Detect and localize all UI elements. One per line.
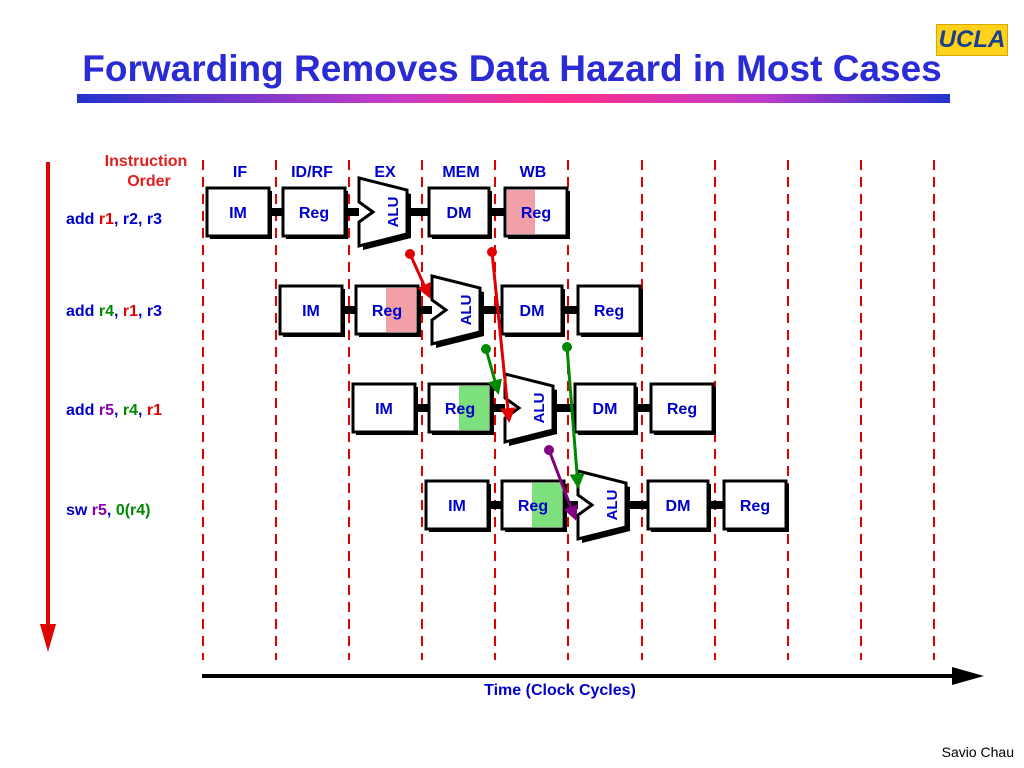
svg-text:IM: IM bbox=[448, 498, 466, 515]
pipeline-row-1: IM Reg ALU DM Reg bbox=[205, 176, 570, 250]
forward-arrow-r1-ex bbox=[405, 249, 431, 299]
dm-block: DM bbox=[427, 186, 492, 239]
svg-text:Reg: Reg bbox=[299, 205, 329, 222]
reg-write-block: Reg bbox=[503, 186, 570, 239]
im-block: IM bbox=[205, 186, 272, 239]
instruction-order-label-2: Order bbox=[127, 173, 171, 190]
svg-text:Reg: Reg bbox=[740, 498, 770, 515]
alu-block: ALU bbox=[503, 372, 557, 446]
pipeline-row-4: IM Reg ALU DM Reg bbox=[424, 469, 789, 543]
forward-arrow-r1-mem bbox=[487, 247, 516, 423]
pipeline-row-2: IM Reg ALU DM Reg bbox=[278, 274, 643, 348]
stage-header-ex: EX bbox=[374, 164, 396, 181]
svg-text:ALU: ALU bbox=[531, 393, 548, 424]
clock-cycle-lines bbox=[202, 160, 935, 660]
im-block: IM bbox=[424, 479, 491, 532]
svg-text:ALU: ALU bbox=[385, 197, 402, 228]
svg-text:Reg: Reg bbox=[518, 498, 548, 515]
instruction-label-1: add r1, r2, r3 bbox=[66, 211, 162, 228]
alu-block: ALU bbox=[576, 469, 630, 543]
svg-text:IM: IM bbox=[229, 205, 247, 222]
reg-read-block: Reg bbox=[281, 186, 348, 239]
instruction-order-arrow bbox=[40, 162, 56, 652]
stage-header-mem: MEM bbox=[442, 164, 479, 181]
svg-text:Reg: Reg bbox=[445, 401, 475, 418]
svg-text:Reg: Reg bbox=[521, 205, 551, 222]
svg-text:DM: DM bbox=[447, 205, 472, 222]
instruction-label-2: add r4, r1, r3 bbox=[66, 303, 162, 320]
reg-read-block: Reg bbox=[500, 479, 567, 532]
svg-text:DM: DM bbox=[520, 303, 545, 320]
forward-arrow-r4-mem bbox=[562, 342, 585, 489]
reg-read-block: Reg bbox=[427, 382, 494, 435]
reg-read-block: Reg bbox=[354, 284, 421, 337]
dm-block: DM bbox=[573, 382, 638, 435]
instruction-order-label-1: Instruction bbox=[105, 153, 188, 170]
title-underline bbox=[77, 94, 950, 103]
pipeline-row-3: IM Reg ALU DM Reg bbox=[351, 372, 716, 446]
stage-header-wb: WB bbox=[520, 164, 547, 181]
author-name: Savio Chau bbox=[941, 744, 1014, 760]
svg-text:Reg: Reg bbox=[594, 303, 624, 320]
forward-arrow-r4-ex bbox=[481, 344, 502, 395]
svg-text:IM: IM bbox=[375, 401, 393, 418]
svg-text:Reg: Reg bbox=[372, 303, 402, 320]
alu-block: ALU bbox=[430, 274, 484, 348]
im-block: IM bbox=[278, 284, 345, 337]
svg-text:Reg: Reg bbox=[667, 401, 697, 418]
reg-write-block: Reg bbox=[649, 382, 716, 435]
stage-header-id: ID/RF bbox=[291, 164, 333, 181]
ucla-logo: UCLA bbox=[936, 24, 1008, 56]
dm-block: DM bbox=[646, 479, 711, 532]
time-axis-label: Time (Clock Cycles) bbox=[484, 682, 636, 699]
alu-block: ALU bbox=[357, 176, 411, 250]
forward-arrow-r5-ex bbox=[544, 445, 578, 521]
svg-text:IM: IM bbox=[302, 303, 320, 320]
instruction-label-3: add r5, r4, r1 bbox=[66, 402, 162, 419]
forwarding-arrows bbox=[405, 247, 585, 521]
dm-block: DM bbox=[500, 284, 565, 337]
svg-text:ALU: ALU bbox=[458, 295, 475, 326]
svg-text:DM: DM bbox=[593, 401, 618, 418]
reg-write-block: Reg bbox=[722, 479, 789, 532]
im-block: IM bbox=[351, 382, 418, 435]
time-axis-arrow bbox=[202, 667, 984, 685]
slide-title: Forwarding Removes Data Hazard in Most C… bbox=[82, 48, 942, 89]
reg-write-block: Reg bbox=[576, 284, 643, 337]
svg-text:ALU: ALU bbox=[604, 490, 621, 521]
stage-header-if: IF bbox=[233, 164, 247, 181]
svg-text:DM: DM bbox=[666, 498, 691, 515]
instruction-label-4: sw r5, 0(r4) bbox=[66, 502, 151, 519]
